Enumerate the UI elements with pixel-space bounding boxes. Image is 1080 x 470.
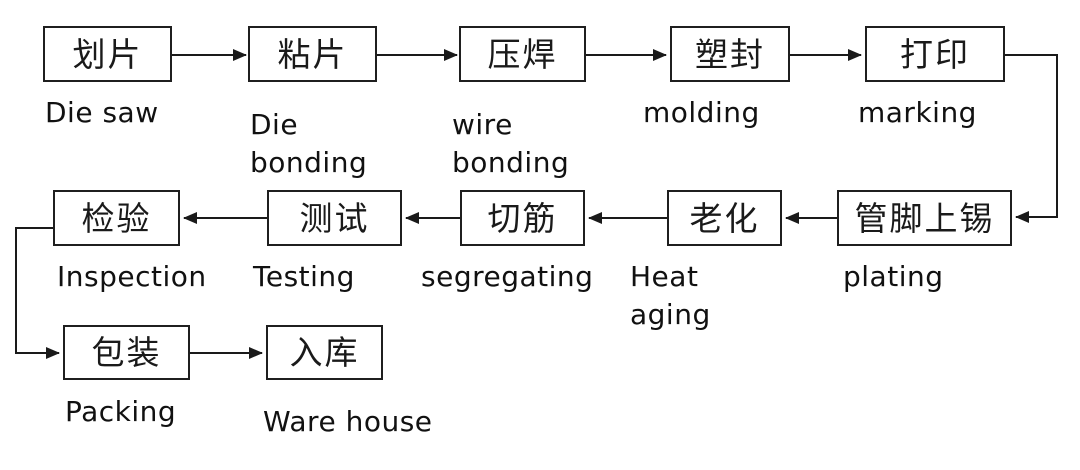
zh-label-testing: 测试 bbox=[299, 198, 370, 238]
process-box-testing: 测试 bbox=[267, 190, 402, 246]
en-label-molding: molding bbox=[643, 96, 760, 129]
en-label-warehouse: Ware house bbox=[263, 405, 433, 438]
process-box-packing: 包装 bbox=[63, 325, 190, 380]
en-label-wire-bonding: wire bonding bbox=[452, 108, 570, 179]
en-label-inspection: Inspection bbox=[57, 260, 207, 293]
zh-label-segregating: 切筋 bbox=[487, 198, 558, 238]
process-box-segregating: 切筋 bbox=[460, 190, 585, 246]
zh-label-warehouse: 入库 bbox=[289, 333, 360, 372]
process-box-wire-bonding: 压焊 bbox=[459, 26, 586, 82]
zh-label-plating: 管脚上锡 bbox=[854, 198, 995, 238]
edge-inspection-to-packing bbox=[15, 227, 60, 359]
zh-label-die-bonding: 粘片 bbox=[277, 34, 348, 74]
en-label-packing: Packing bbox=[65, 395, 177, 428]
en-label-heat-aging: Heat aging bbox=[630, 260, 711, 331]
zh-label-marking: 打印 bbox=[900, 34, 970, 74]
process-box-die-bonding: 粘片 bbox=[248, 26, 377, 82]
zh-label-die-saw: 划片 bbox=[72, 34, 143, 74]
process-box-heat-aging: 老化 bbox=[667, 190, 782, 246]
process-box-molding: 塑封 bbox=[670, 26, 790, 82]
process-box-marking: 打印 bbox=[865, 26, 1005, 82]
zh-label-packing: 包装 bbox=[91, 333, 162, 372]
en-label-testing: Testing bbox=[253, 260, 355, 293]
en-label-plating: plating bbox=[843, 260, 944, 293]
zh-label-wire-bonding: 压焊 bbox=[487, 34, 558, 74]
en-label-die-saw: Die saw bbox=[45, 96, 159, 129]
process-box-inspection: 检验 bbox=[53, 190, 180, 246]
edge-marking-to-plating bbox=[1005, 54, 1058, 223]
zh-label-inspection: 检验 bbox=[81, 198, 152, 238]
en-label-marking: marking bbox=[858, 96, 977, 129]
process-box-warehouse: 入库 bbox=[266, 325, 383, 380]
process-box-plating: 管脚上锡 bbox=[837, 190, 1012, 246]
zh-label-molding: 塑封 bbox=[695, 34, 765, 74]
en-label-segregating: segregating bbox=[421, 260, 594, 293]
zh-label-heat-aging: 老化 bbox=[689, 198, 760, 238]
en-label-die-bonding: Die bonding bbox=[250, 108, 368, 179]
process-box-die-saw: 划片 bbox=[43, 26, 172, 82]
